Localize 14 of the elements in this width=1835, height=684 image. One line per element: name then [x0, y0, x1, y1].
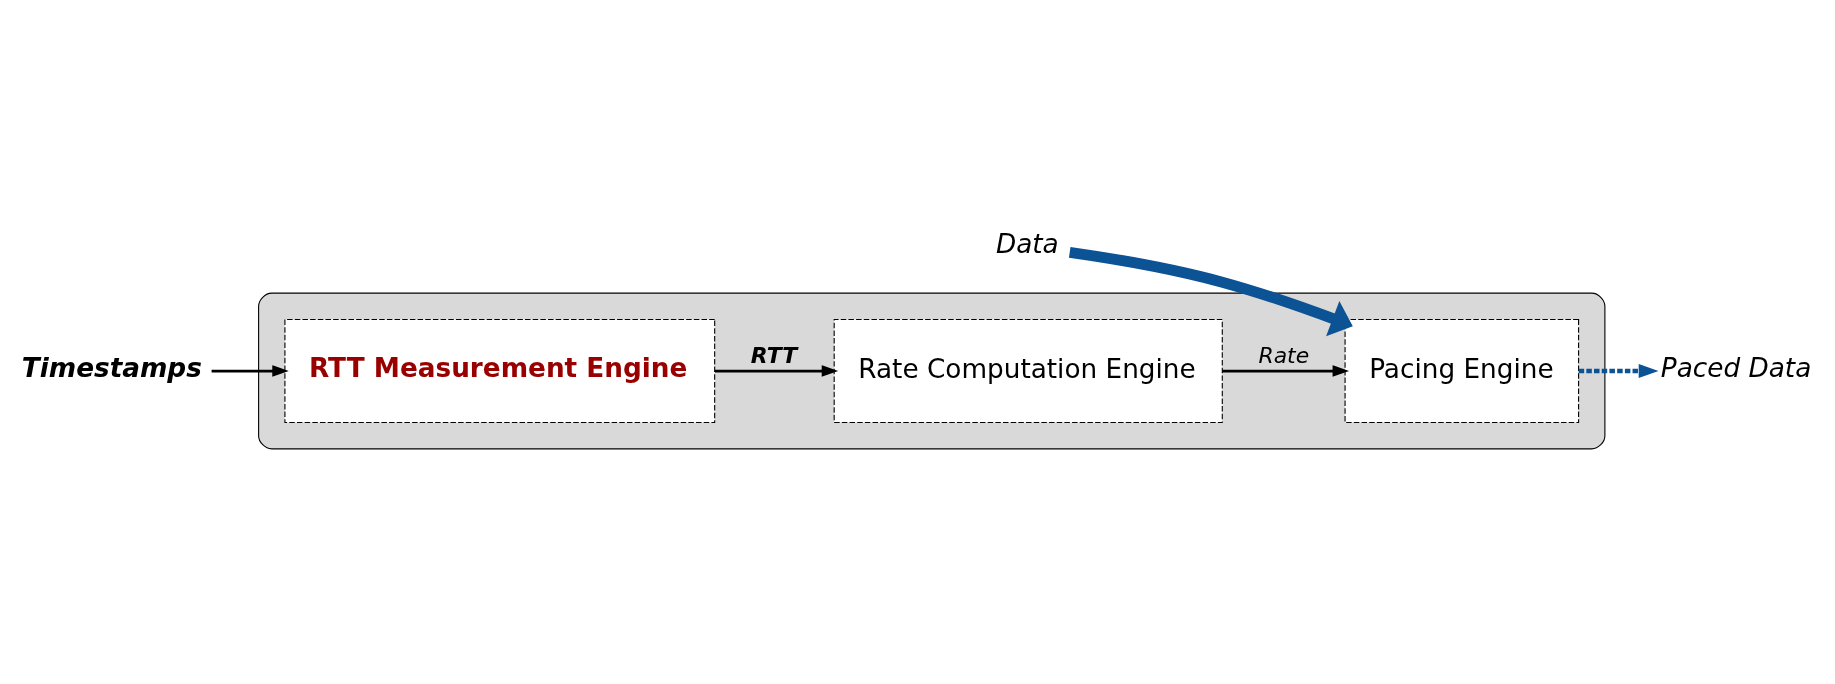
edge-label: Rate	[1258, 342, 1310, 368]
arrow	[211, 364, 289, 377]
node-text: Data	[995, 228, 1059, 259]
arrow	[1578, 363, 1659, 378]
node-box: RTT Measurement Engine	[284, 318, 716, 423]
node-text: Paced Data	[1660, 352, 1812, 383]
node-text: Timestamps	[21, 352, 202, 383]
edge-label: RTT	[750, 342, 798, 368]
arrow	[1068, 246, 1353, 336]
arrow	[1222, 364, 1350, 377]
node-box: Pacing Engine	[1344, 318, 1580, 423]
cluster	[258, 292, 1606, 449]
arrow	[714, 364, 839, 377]
node-box: Rate Computation Engine	[833, 318, 1223, 423]
